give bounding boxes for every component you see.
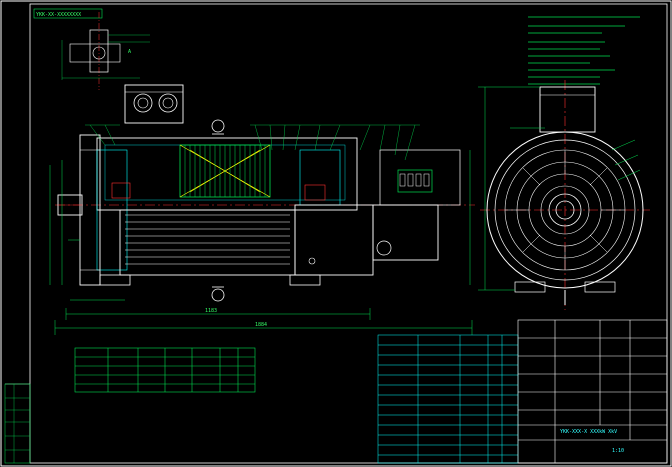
- overall-length-dimension: 1884: [255, 322, 267, 328]
- frame-length-dimension: 1183: [205, 308, 217, 314]
- parts-list: [377, 334, 519, 464]
- detail-view: A: [61, 12, 150, 90]
- top-left-callout: YKK-XX-XXXXXXXX: [33, 8, 103, 19]
- title-block-model: YKK-XXX-X XXXkW XkV: [560, 429, 617, 435]
- rating-table: [74, 347, 256, 393]
- callout-label: YKK-XX-XXXXXXXX: [36, 12, 81, 18]
- title-block-sheet: 1:10: [612, 448, 624, 454]
- stator-core: [179, 144, 271, 198]
- title-block: YKK-XXX-X XXXkW XkV 1:10: [517, 319, 668, 464]
- technical-notes: [528, 16, 640, 85]
- side-elevation: 1183 1884: [49, 84, 475, 335]
- detail-note: A: [128, 49, 131, 55]
- end-view: [478, 80, 650, 310]
